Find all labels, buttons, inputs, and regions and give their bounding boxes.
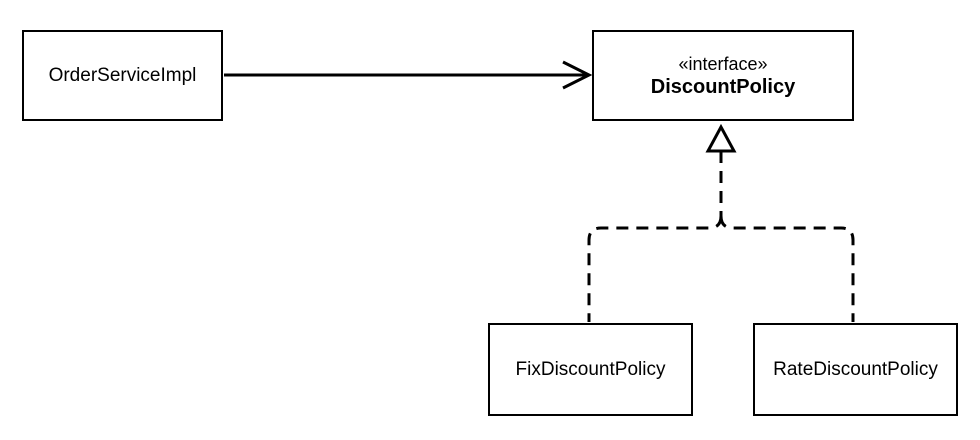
interface-stereotype: «interface»: [678, 53, 768, 74]
realization-edges: [587, 123, 855, 322]
class-name-rate-discount-policy: RateDiscountPolicy: [773, 359, 938, 380]
interface-name-discount-policy: DiscountPolicy: [650, 75, 796, 98]
open-arrow-head: [562, 60, 593, 90]
interface-box-discount-policy: «interface» DiscountPolicy: [592, 30, 854, 121]
class-box-order-service-impl: OrderServiceImpl: [22, 30, 223, 121]
realization-dashed-right-branch: [719, 215, 855, 322]
class-name-order-service-impl: OrderServiceImpl: [48, 65, 197, 86]
class-name-fix-discount-policy: FixDiscountPolicy: [515, 359, 666, 380]
dependency-edge: [224, 60, 593, 90]
hollow-triangle-head: [705, 123, 737, 153]
class-box-rate-discount-policy: RateDiscountPolicy: [753, 323, 958, 416]
realization-dashed-left-branch: [587, 215, 723, 322]
class-box-fix-discount-policy: FixDiscountPolicy: [488, 323, 693, 416]
